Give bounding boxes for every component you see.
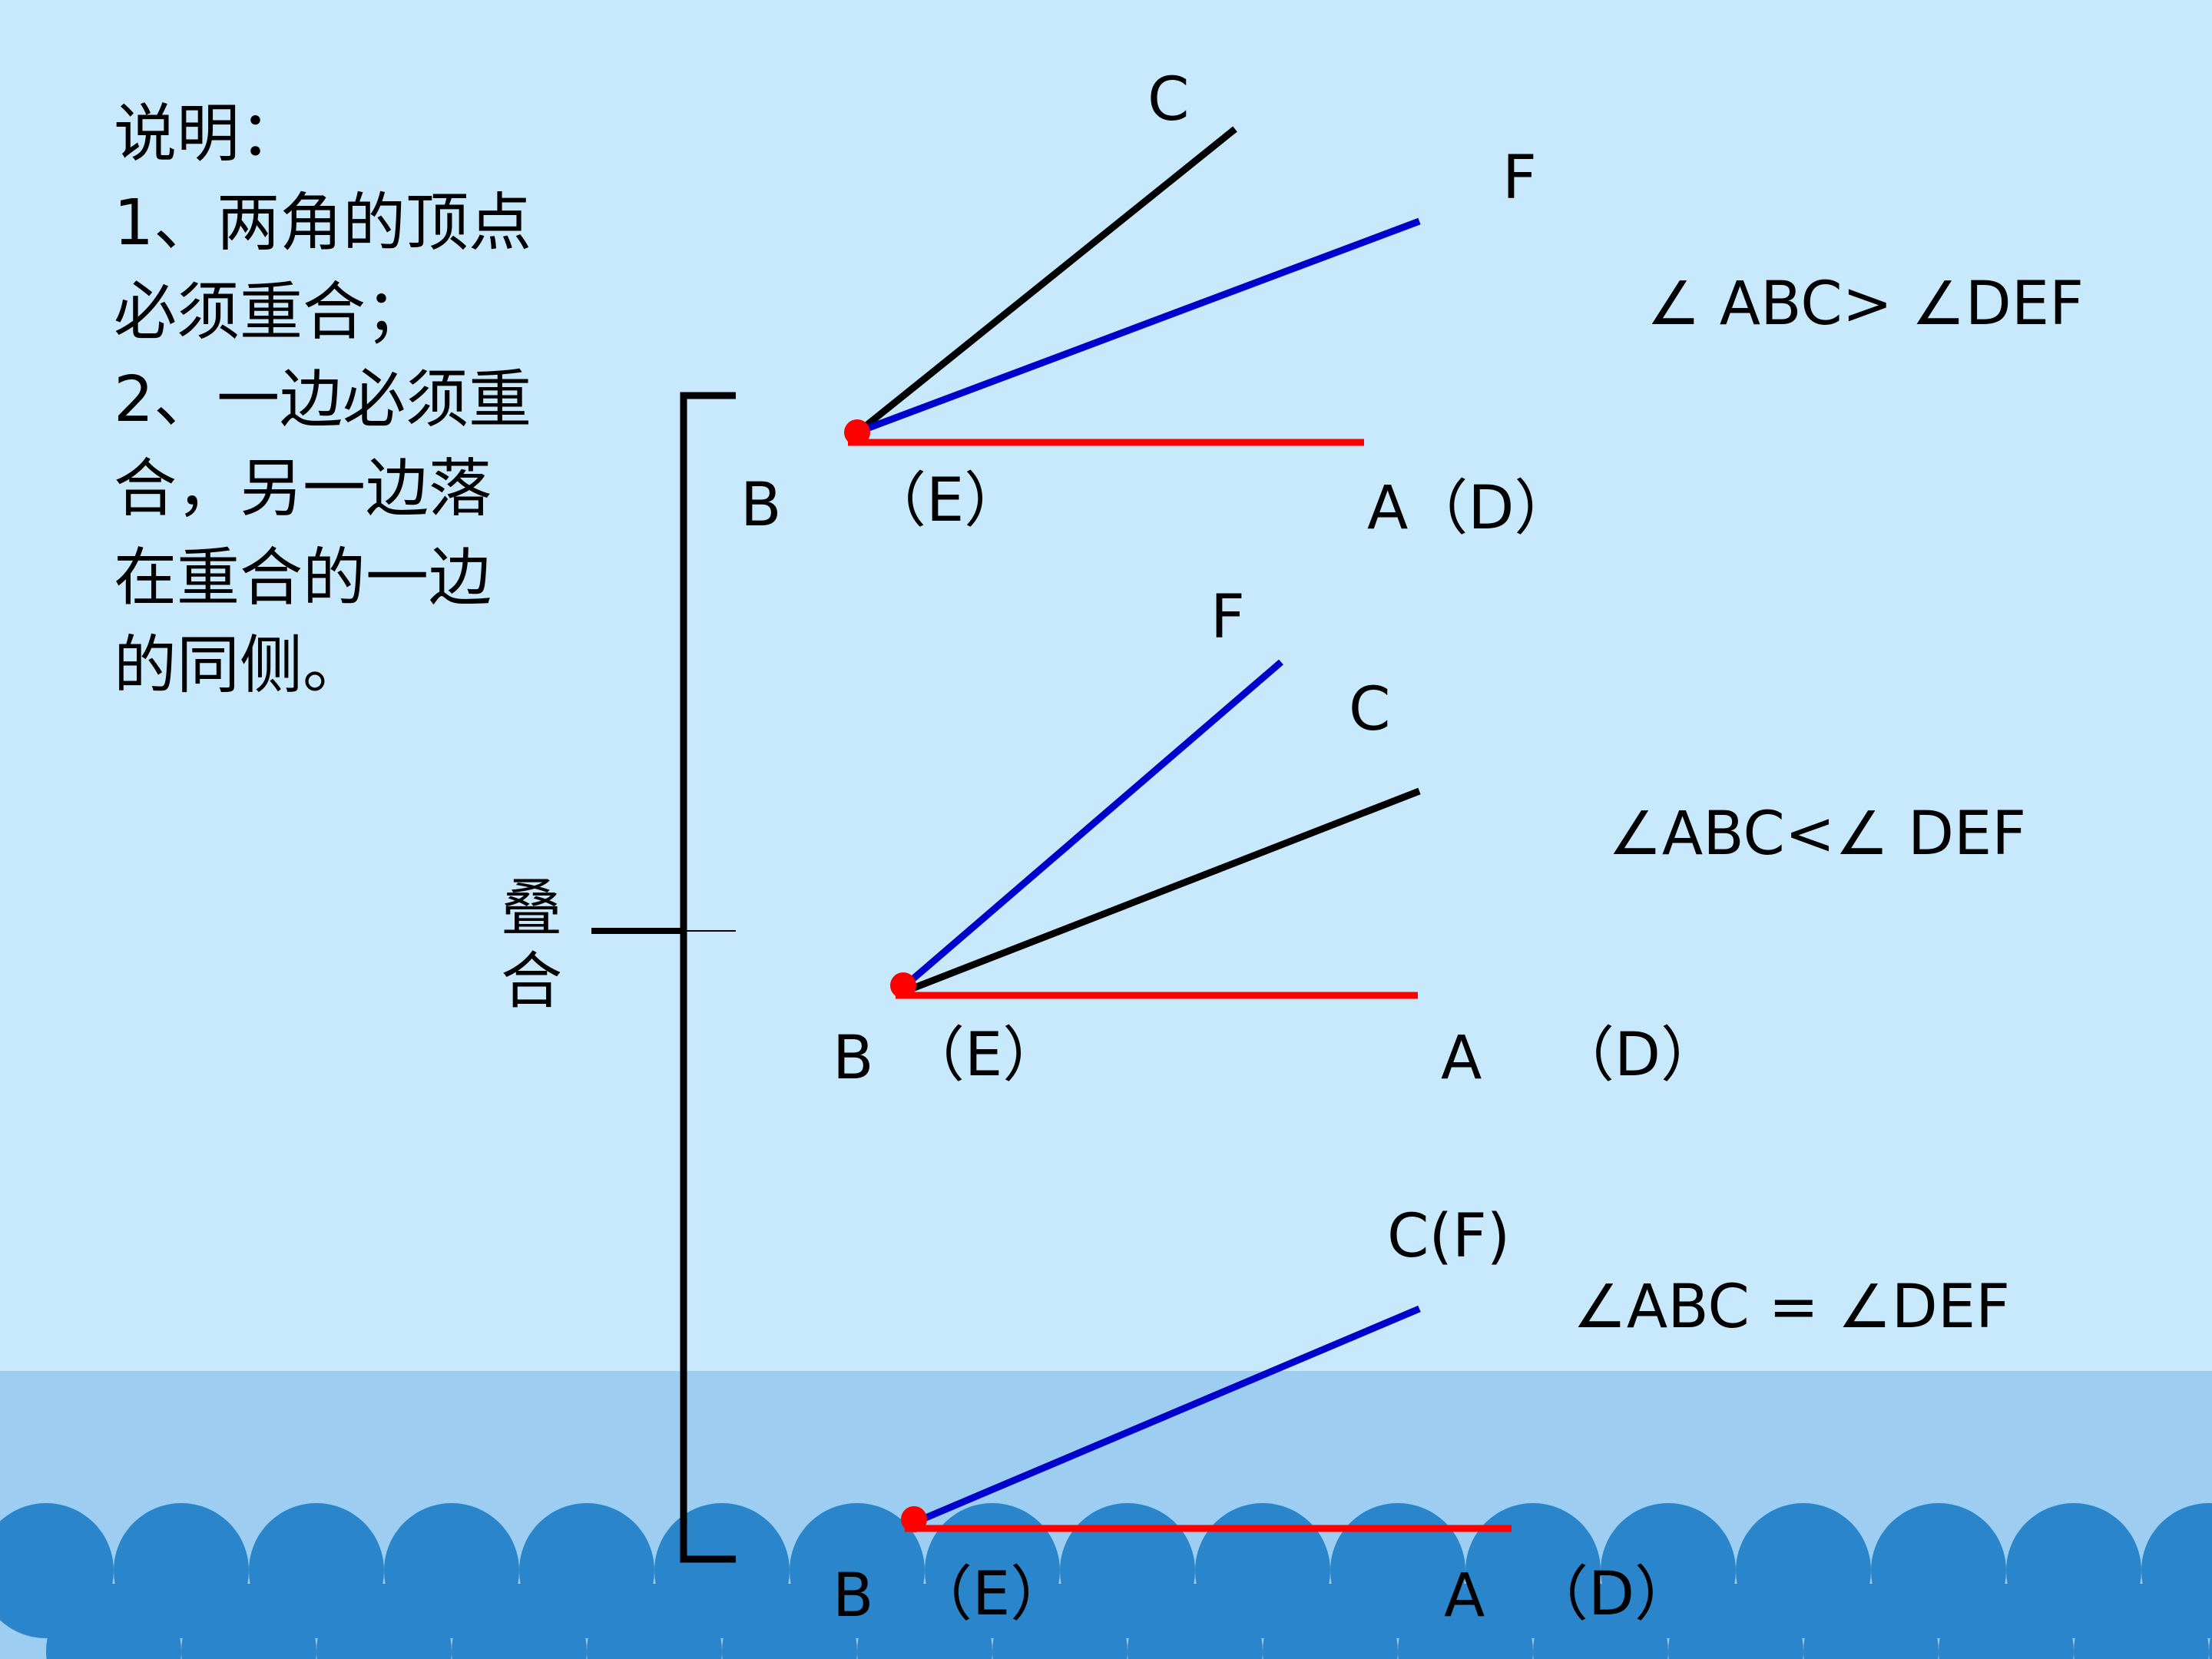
wave-circle bbox=[1533, 1584, 1668, 1659]
case-3-label-c-f: C(F) bbox=[1387, 1202, 1510, 1271]
wave-circle bbox=[587, 1584, 722, 1659]
bracket-vertical bbox=[680, 392, 736, 1563]
case-3-vertex-dot bbox=[901, 1506, 927, 1532]
case-1-label-b: B bbox=[740, 471, 782, 540]
case-3-label-e: （E） bbox=[912, 1560, 1070, 1629]
wave-circle bbox=[722, 1584, 857, 1659]
case-3-label-d: （D） bbox=[1528, 1560, 1694, 1629]
case-3-equal: C(F) B （E） A （D） ∠ABC = ∠DEF bbox=[833, 1202, 2010, 1631]
wave-circle bbox=[46, 1584, 181, 1659]
instructions-line-3: 2、一边必须重 bbox=[114, 363, 531, 436]
instructions-line-5: 在重合的一边 bbox=[114, 541, 492, 614]
instructions-line-1: 1、两角的顶点 bbox=[114, 187, 531, 260]
case-2-less: F C B （E） A （D） ∠ABC<∠ DEF bbox=[833, 583, 2026, 1093]
case-1-label-c: C bbox=[1147, 65, 1189, 134]
case-3-relation: ∠ABC = ∠DEF bbox=[1573, 1273, 2010, 1342]
case-2-label-d: （D） bbox=[1555, 1021, 1720, 1090]
case-1-relation: ∠ ABC> ∠DEF bbox=[1647, 270, 2084, 339]
case-2-ray-ef bbox=[904, 659, 1283, 988]
wave-decoration bbox=[0, 1503, 2212, 1659]
instructions-line-6: 的同侧。 bbox=[114, 629, 366, 702]
instructions-heading: 说明： bbox=[114, 98, 303, 171]
wave-circle bbox=[1398, 1584, 1533, 1659]
case-1-ray-ef bbox=[857, 217, 1421, 435]
case-2-vertex-dot bbox=[890, 972, 916, 998]
case-2-label-a: A bbox=[1441, 1024, 1482, 1093]
case-2-label-b: B bbox=[833, 1024, 874, 1093]
wave-circle bbox=[1668, 1584, 1803, 1659]
case-1-greater: C F B （E） A（D） ∠ ABC> ∠DEF bbox=[740, 65, 2084, 543]
case-2-label-c: C bbox=[1349, 675, 1390, 744]
wave-circle bbox=[316, 1584, 452, 1659]
wave-circle bbox=[857, 1584, 992, 1659]
bracket-label-bottom: 合 bbox=[501, 945, 562, 1017]
case-1-label-a-d: A（D） bbox=[1367, 474, 1574, 543]
wave-circle bbox=[1128, 1584, 1263, 1659]
case-3-label-b: B bbox=[833, 1561, 874, 1631]
bracket bbox=[591, 392, 736, 1563]
bracket-label-top: 叠 bbox=[501, 873, 562, 944]
case-3-label-a: A bbox=[1444, 1561, 1485, 1631]
case-2-label-f: F bbox=[1210, 583, 1245, 652]
wave-circle bbox=[181, 1584, 316, 1659]
case-2-ray-bc bbox=[905, 787, 1421, 995]
instructions-line-2: 必须重合； bbox=[114, 276, 429, 349]
wave-circle bbox=[1803, 1584, 1939, 1659]
case-1-label-e: （E） bbox=[866, 466, 1024, 535]
wave-circle bbox=[992, 1584, 1128, 1659]
case-3-ray-bc-ef bbox=[917, 1305, 1421, 1525]
wave-circle bbox=[1263, 1584, 1398, 1659]
instructions-line-4: 合，另一边落 bbox=[114, 452, 492, 525]
wave-circle bbox=[2074, 1584, 2209, 1659]
instructions-text: 说明： 1、两角的顶点 必须重合； 2、一边必须重 合，另一边落 在重合的一边 … bbox=[114, 98, 531, 702]
wave-circle bbox=[2209, 1631, 2212, 1659]
wave-circle bbox=[1939, 1584, 2074, 1659]
case-2-label-e: （E） bbox=[905, 1021, 1062, 1090]
case-1-vertex-dot bbox=[844, 419, 870, 445]
case-2-relation: ∠ABC<∠ DEF bbox=[1608, 800, 2026, 869]
case-1-label-f: F bbox=[1502, 144, 1537, 213]
wave-circle bbox=[452, 1584, 587, 1659]
case-1-ray-bc bbox=[856, 126, 1237, 435]
